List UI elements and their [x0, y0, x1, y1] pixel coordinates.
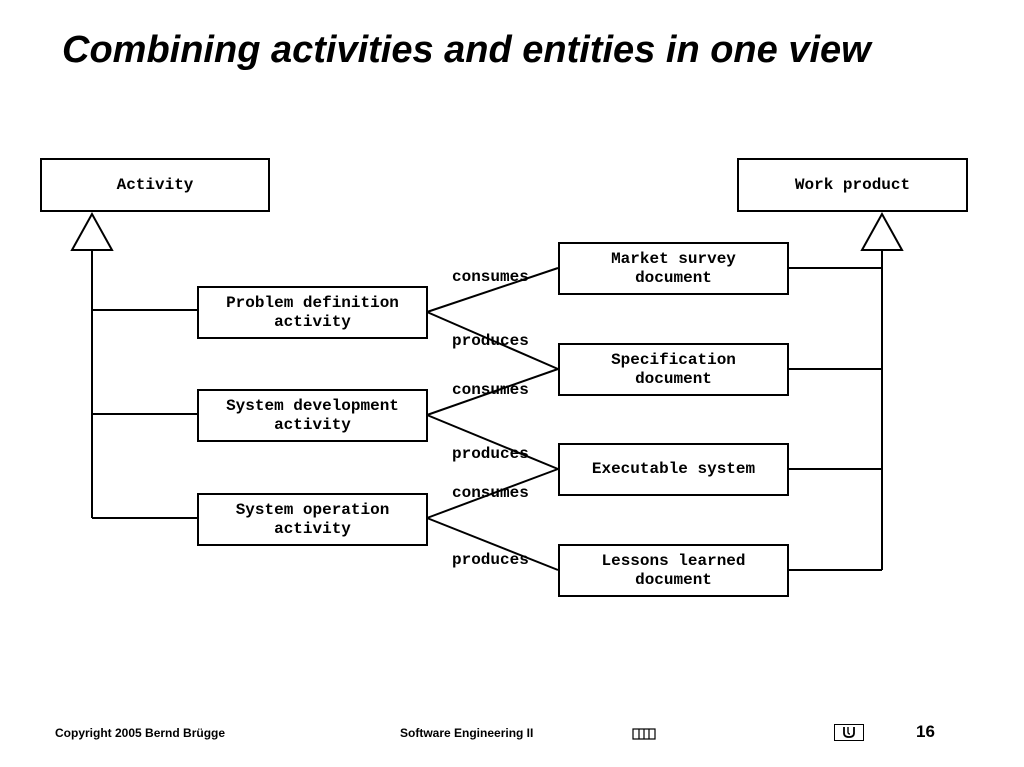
- assoc-problem-market: [426, 267, 559, 313]
- footer-copyright: Copyright 2005 Bernd Brügge: [55, 726, 226, 740]
- executable-system-box: Executable system: [558, 443, 789, 496]
- label-produces-3: produces: [452, 551, 529, 569]
- assoc-development-spec: [426, 368, 559, 416]
- lessons-learned-document-box: Lessons learned document: [558, 544, 789, 597]
- label-consumes-1: consumes: [452, 268, 529, 286]
- work-product-box: Work product: [737, 158, 968, 212]
- system-operation-activity-box: System operation activity: [197, 493, 428, 546]
- box-glyph-icon: [632, 727, 656, 745]
- label-produces-2: produces: [452, 445, 529, 463]
- assoc-operation-lessons: [426, 517, 559, 571]
- assoc-problem-spec: [426, 311, 559, 370]
- assoc-development-exec: [426, 414, 559, 470]
- u-logo-icon: [834, 724, 864, 741]
- market-survey-document-box: Market survey document: [558, 242, 789, 295]
- label-produces-1: produces: [452, 332, 529, 350]
- assoc-operation-exec: [426, 468, 559, 519]
- activity-box: Activity: [40, 158, 270, 212]
- problem-definition-activity-box: Problem definition activity: [197, 286, 428, 339]
- slide-title: Combining activities and entities in one…: [62, 29, 871, 71]
- workproduct-inheritance-triangle: [860, 211, 904, 251]
- specification-document-box: Specification document: [558, 343, 789, 396]
- footer-course: Software Engineering II: [400, 726, 534, 740]
- label-consumes-2: consumes: [452, 381, 529, 399]
- system-development-activity-box: System development activity: [197, 389, 428, 442]
- label-consumes-3: consumes: [452, 484, 529, 502]
- page-number: 16: [916, 722, 935, 741]
- activity-inheritance-triangle: [70, 211, 114, 251]
